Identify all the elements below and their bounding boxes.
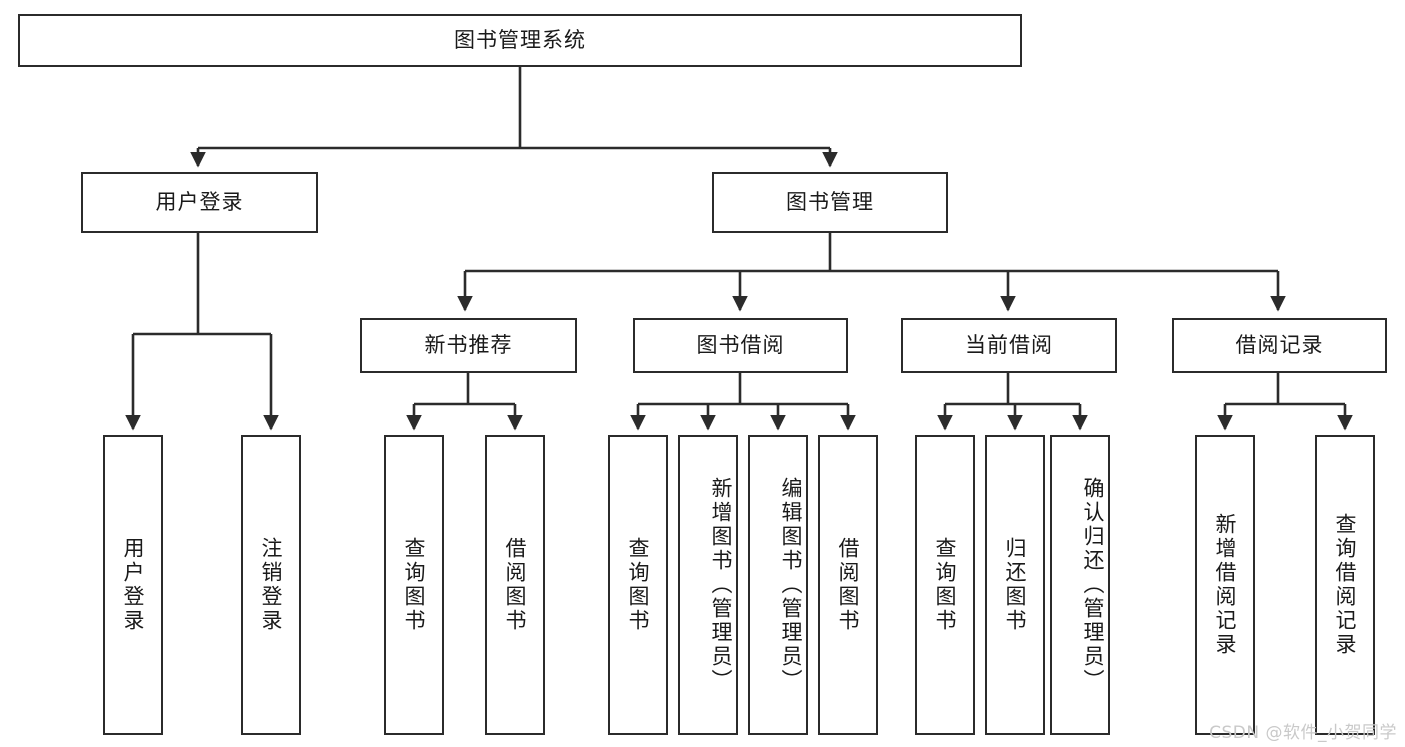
leaf-query-book-3-label: 查询图书	[933, 537, 957, 633]
node-book-borrow[interactable]: 图书借阅	[633, 318, 848, 373]
leaf-confirm-return[interactable]: 确认归还（管理员）	[1050, 435, 1110, 735]
leaf-add-borrow-record-label: 新增借阅记录	[1213, 513, 1237, 657]
node-borrow-record[interactable]: 借阅记录	[1172, 318, 1387, 373]
leaf-borrow-book-1-label: 借阅图书	[503, 537, 527, 633]
leaf-user-logout[interactable]: 注销登录	[241, 435, 301, 735]
leaf-add-book[interactable]: 新增图书（管理员）	[678, 435, 738, 735]
leaf-query-borrow-record[interactable]: 查询借阅记录	[1315, 435, 1375, 735]
leaf-edit-book-label: 编辑图书（管理员）	[779, 477, 803, 693]
leaf-add-book-label: 新增图书（管理员）	[709, 477, 733, 693]
leaf-confirm-return-label: 确认归还（管理员）	[1081, 477, 1105, 693]
leaf-borrow-book-2-label: 借阅图书	[836, 537, 860, 633]
leaf-query-book-1-label: 查询图书	[402, 537, 426, 633]
leaf-return-book-label: 归还图书	[1003, 537, 1027, 633]
leaf-add-borrow-record[interactable]: 新增借阅记录	[1195, 435, 1255, 735]
leaf-query-borrow-record-label: 查询借阅记录	[1333, 513, 1357, 657]
node-book-manage[interactable]: 图书管理	[712, 172, 948, 233]
leaf-borrow-book-1[interactable]: 借阅图书	[485, 435, 545, 735]
leaf-borrow-book-2[interactable]: 借阅图书	[818, 435, 878, 735]
leaf-user-logout-label: 注销登录	[259, 537, 283, 633]
leaf-query-book-2[interactable]: 查询图书	[608, 435, 668, 735]
leaf-query-book-2-label: 查询图书	[626, 537, 650, 633]
leaf-user-login[interactable]: 用户登录	[103, 435, 163, 735]
node-user-login[interactable]: 用户登录	[81, 172, 318, 233]
node-current-borrow[interactable]: 当前借阅	[901, 318, 1117, 373]
leaf-return-book[interactable]: 归还图书	[985, 435, 1045, 735]
leaf-user-login-label: 用户登录	[121, 537, 145, 633]
leaf-query-book-1[interactable]: 查询图书	[384, 435, 444, 735]
node-new-book-recommend[interactable]: 新书推荐	[360, 318, 577, 373]
watermark-text: CSDN @软件_小贺同学	[1209, 723, 1397, 743]
node-book-management-system[interactable]: 图书管理系统	[18, 14, 1022, 67]
leaf-query-book-3[interactable]: 查询图书	[915, 435, 975, 735]
leaf-edit-book[interactable]: 编辑图书（管理员）	[748, 435, 808, 735]
